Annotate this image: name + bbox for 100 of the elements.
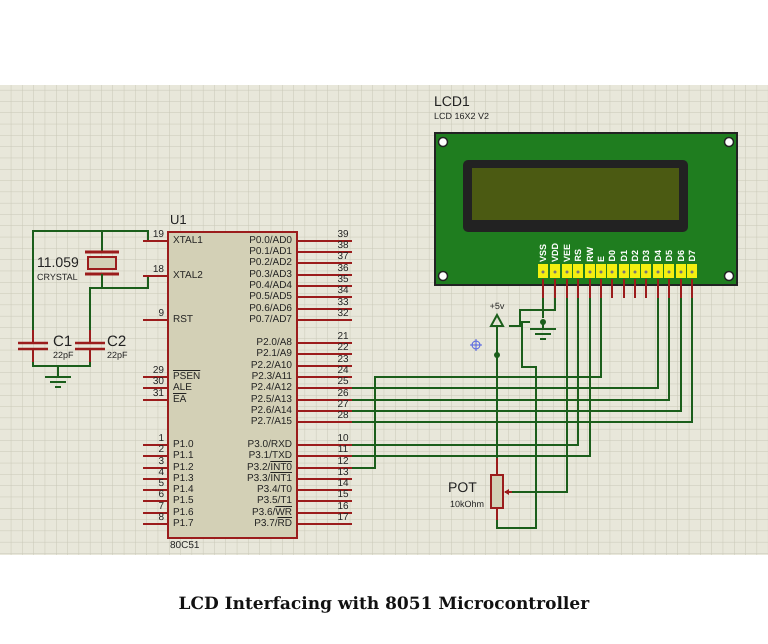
- pin-name: RW: [586, 247, 594, 262]
- pin-name: P3.2/INT0: [246, 463, 292, 473]
- pin-number: 8: [157, 513, 164, 523]
- pin-number: 6: [157, 490, 164, 500]
- capacitor-symbol: [15, 330, 75, 362]
- power-label: +5v: [488, 302, 506, 311]
- pin-number: 18: [152, 265, 164, 275]
- pin-name: D2: [630, 250, 640, 262]
- wire: [542, 298, 544, 318]
- pin-name: P3.7/RD: [253, 519, 292, 529]
- pin-name: XTAL1: [173, 236, 203, 246]
- pin-name: P0.0/AD0: [248, 236, 292, 246]
- pin-number: 25: [336, 377, 350, 387]
- pin-name: D6: [676, 250, 686, 262]
- pin-name: D1: [620, 250, 628, 262]
- part-value: 11.059: [37, 255, 79, 269]
- pin-number: 2: [157, 445, 164, 455]
- pin-name: P1.0: [173, 440, 194, 450]
- part-value: 10kOhm: [450, 500, 484, 509]
- pin-number: 26: [336, 389, 350, 399]
- pin-number: 35: [336, 275, 350, 285]
- pin-number: 14: [336, 479, 350, 489]
- pin-number: 3: [157, 457, 164, 467]
- pin-name: D5: [664, 250, 674, 262]
- pin-number: 24: [336, 366, 350, 376]
- pin-name: P2.1/A9: [255, 349, 292, 359]
- pin-number: 11: [336, 445, 350, 455]
- crystal-symbol: [36, 238, 122, 286]
- pin-number: 16: [336, 502, 350, 512]
- part-label: U1: [170, 213, 187, 226]
- pin-number: 10: [336, 434, 350, 444]
- pin-name: RS: [574, 249, 582, 262]
- part-label: LCD1: [434, 94, 470, 108]
- pin-number: 1: [157, 434, 164, 444]
- pin-number: 34: [336, 286, 350, 296]
- wire: [101, 230, 149, 242]
- pin-number: 33: [336, 298, 350, 308]
- pin-name: P3.0/RXD: [246, 440, 292, 450]
- part-value: 22pF: [53, 351, 74, 360]
- pin-number: 36: [336, 264, 350, 274]
- pin-name: P2.0/A8: [255, 338, 292, 348]
- wire: [32, 362, 59, 370]
- pin-name: P0.7/AD7: [248, 315, 292, 325]
- part-name: CRYSTAL: [37, 273, 78, 282]
- pin-name: E: [596, 256, 606, 262]
- pin-number: 38: [336, 241, 350, 251]
- wire: [32, 230, 103, 330]
- pin-name: P1.6: [173, 508, 194, 518]
- part-name: 80C51: [170, 541, 200, 551]
- pin-number: 27: [336, 400, 350, 410]
- pin-number: 19: [152, 230, 164, 240]
- wire: [89, 286, 103, 330]
- pin-name: P1.4: [173, 485, 194, 495]
- pin-name: VEE: [562, 244, 572, 262]
- pin-name: D0: [608, 250, 616, 262]
- pin-name: EA: [173, 395, 186, 405]
- pin-number: 37: [336, 252, 350, 262]
- wire: [496, 335, 498, 458]
- pin-name: P1.2: [173, 463, 194, 473]
- pin-name: PSEN: [173, 372, 200, 382]
- pin-number: 39: [336, 230, 350, 240]
- part-name: LCD 16X2 V2: [434, 112, 490, 121]
- pin-name: P3.3/INT1: [246, 474, 292, 484]
- pin-name: D4: [654, 250, 662, 262]
- pin-name: VSS: [538, 244, 548, 262]
- pin-number: 29: [152, 366, 164, 376]
- wire: [512, 298, 568, 493]
- wire: [509, 298, 556, 327]
- pin-name: VDD: [550, 243, 560, 262]
- pin-number: 7: [157, 502, 164, 512]
- wire: [57, 362, 91, 370]
- caption: LCD Interfacing with 8051 Microcontroller: [178, 596, 590, 613]
- pin-number: 5: [157, 479, 164, 489]
- pin-name: P2.2/A10: [250, 361, 292, 371]
- wire: [496, 321, 537, 529]
- pin-number: 4: [157, 468, 164, 478]
- pin-name: P0.3/AD3: [248, 270, 292, 280]
- part-label: C2: [107, 334, 126, 349]
- pin-number: 15: [336, 490, 350, 500]
- pin-name: XTAL2: [173, 271, 203, 281]
- pin-name: P0.6/AD6: [248, 304, 292, 314]
- pin-number: 30: [152, 377, 164, 387]
- pin-name: P2.7/A15: [250, 417, 292, 427]
- pin-name: P1.1: [173, 451, 194, 461]
- potentiometer-symbol: [448, 458, 512, 520]
- pin-name: P0.4/AD4: [248, 281, 292, 291]
- pin-number: 13: [336, 468, 350, 478]
- pin-name: P0.5/AD5: [248, 292, 292, 302]
- pin-name: P0.2/AD2: [248, 258, 292, 268]
- part-value: 22pF: [107, 351, 128, 360]
- pin-number: 28: [336, 411, 350, 421]
- pin-name: P2.5/A13: [250, 395, 292, 405]
- wire: [101, 275, 149, 289]
- pin-number: 23: [336, 355, 350, 365]
- pin-number: 31: [152, 389, 164, 399]
- pin-name: P3.5/T1: [256, 496, 292, 506]
- pin-name: P3.6/WR: [250, 508, 292, 518]
- pin-name: D3: [642, 250, 650, 262]
- pin-name: D7: [688, 250, 696, 262]
- pin-number: 22: [336, 343, 350, 353]
